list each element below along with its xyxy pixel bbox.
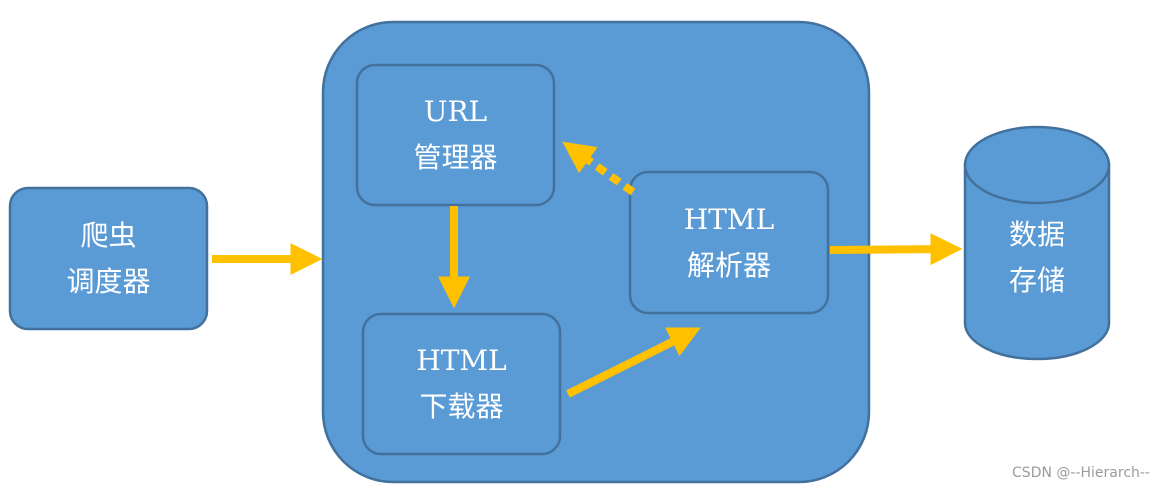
scheduler-box [8,186,209,331]
arrow-parser-to-storage [829,233,963,266]
parser-box [628,170,830,315]
downloader-box [361,312,562,456]
storage-cylinder [963,125,1111,361]
arrow-downloader-to-parser [566,327,701,398]
url-manager-box [355,63,556,207]
watermark: CSDN @--Hierarch-- [1012,465,1150,481]
arrow-parser-to-url-manager-dashed [562,141,636,196]
